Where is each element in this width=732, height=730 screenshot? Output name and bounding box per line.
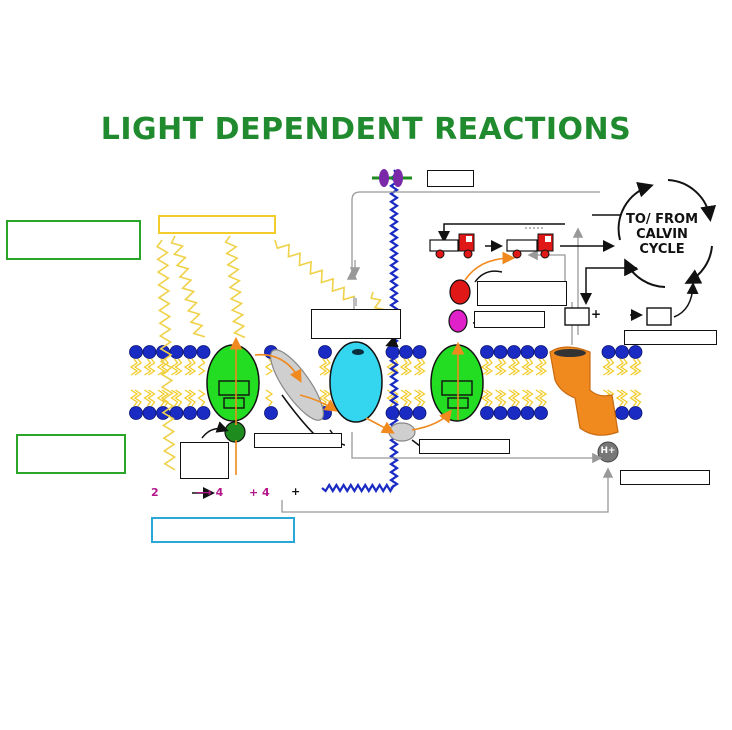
photosystem-ii (206, 344, 260, 422)
phospholipid-head (196, 345, 211, 359)
photosystem-i (430, 344, 484, 422)
phospholipid-head (615, 345, 629, 359)
plus-coefficient-4: + 4 (249, 486, 270, 499)
phospholipid-head (534, 406, 548, 420)
phospholipid-head (507, 345, 521, 359)
truck-icon-loaded (506, 227, 554, 259)
label-box-green-bottom[interactable] (16, 434, 126, 474)
phospholipid-head (196, 406, 211, 420)
oxygen-evolving-complex (224, 421, 246, 443)
phospholipid-head (480, 345, 494, 359)
phospholipid-head (520, 406, 535, 420)
calvin-line-1: TO/ FROM (625, 212, 699, 227)
phospholipid-head (399, 406, 413, 420)
phospholipid-head (129, 406, 143, 420)
plastoquinone (270, 349, 324, 421)
label-box-plastocyanin[interactable] (419, 439, 510, 454)
phospholipid-head (183, 345, 197, 359)
phospholipid-head (507, 406, 521, 420)
calvin-line-2: CALVIN (636, 227, 688, 242)
label-box-green-top[interactable] (6, 220, 141, 260)
h-plus-label: H+ (600, 446, 616, 456)
phospholipid-head (615, 406, 629, 420)
label-box-ferredoxin[interactable] (477, 281, 567, 306)
arrow-coefficient-4: ⟶ 4 (196, 486, 224, 499)
phospholipid-head (601, 345, 616, 359)
plus-sign-equation: + (291, 485, 301, 498)
phospholipid-head (412, 406, 427, 420)
calvin-cycle-label: TO/ FROM CALVIN CYCLE (612, 212, 712, 257)
label-box-reductase[interactable] (474, 311, 545, 328)
coefficient-2: 2 (151, 486, 159, 499)
plastocyanin (388, 422, 416, 442)
page-title: LIGHT DEPENDENT REACTIONS (100, 112, 632, 147)
phospholipid-head (412, 345, 427, 359)
phospholipid-head (142, 345, 157, 359)
ferredoxin (449, 279, 471, 305)
battery-icon (564, 307, 590, 326)
label-box-hplus[interactable] (620, 470, 710, 485)
calvin-line-3: CYCLE (639, 242, 685, 257)
h-plus-ion-icon (597, 441, 619, 463)
label-box-water[interactable] (180, 442, 229, 479)
label-box-cytochrome[interactable] (311, 309, 401, 339)
label-box-blue[interactable] (151, 517, 295, 543)
phospholipid-head (264, 406, 278, 420)
label-box-plastoquinone[interactable] (254, 433, 342, 448)
phospholipid-head (628, 345, 643, 359)
phospholipid-head (169, 406, 184, 420)
label-box-channel[interactable] (427, 170, 474, 187)
phospholipid-head (520, 345, 535, 359)
battery-icon-2 (646, 307, 672, 326)
phospholipid-head (318, 345, 332, 359)
phospholipid-head (129, 345, 143, 359)
truck-icon (429, 233, 475, 259)
phospholipid-head (399, 345, 413, 359)
phospholipid-head (480, 406, 494, 420)
cycle-arrow-icon (617, 179, 717, 288)
phospholipid-head (169, 345, 184, 359)
phospholipid-heads (129, 345, 643, 420)
cytochrome-b6f (329, 341, 383, 423)
phospholipid-head (142, 406, 157, 420)
label-box-atp[interactable] (624, 330, 717, 345)
phospholipid-head (183, 406, 197, 420)
light-source-label-box[interactable] (158, 215, 276, 234)
phospholipid-head (628, 406, 643, 420)
phospholipid-head (493, 406, 508, 420)
atp-synthase (549, 346, 619, 436)
phospholipid-head (534, 345, 548, 359)
phospholipid-head (493, 345, 508, 359)
nadp-reductase (448, 309, 468, 333)
battery-plus: + (591, 307, 602, 321)
